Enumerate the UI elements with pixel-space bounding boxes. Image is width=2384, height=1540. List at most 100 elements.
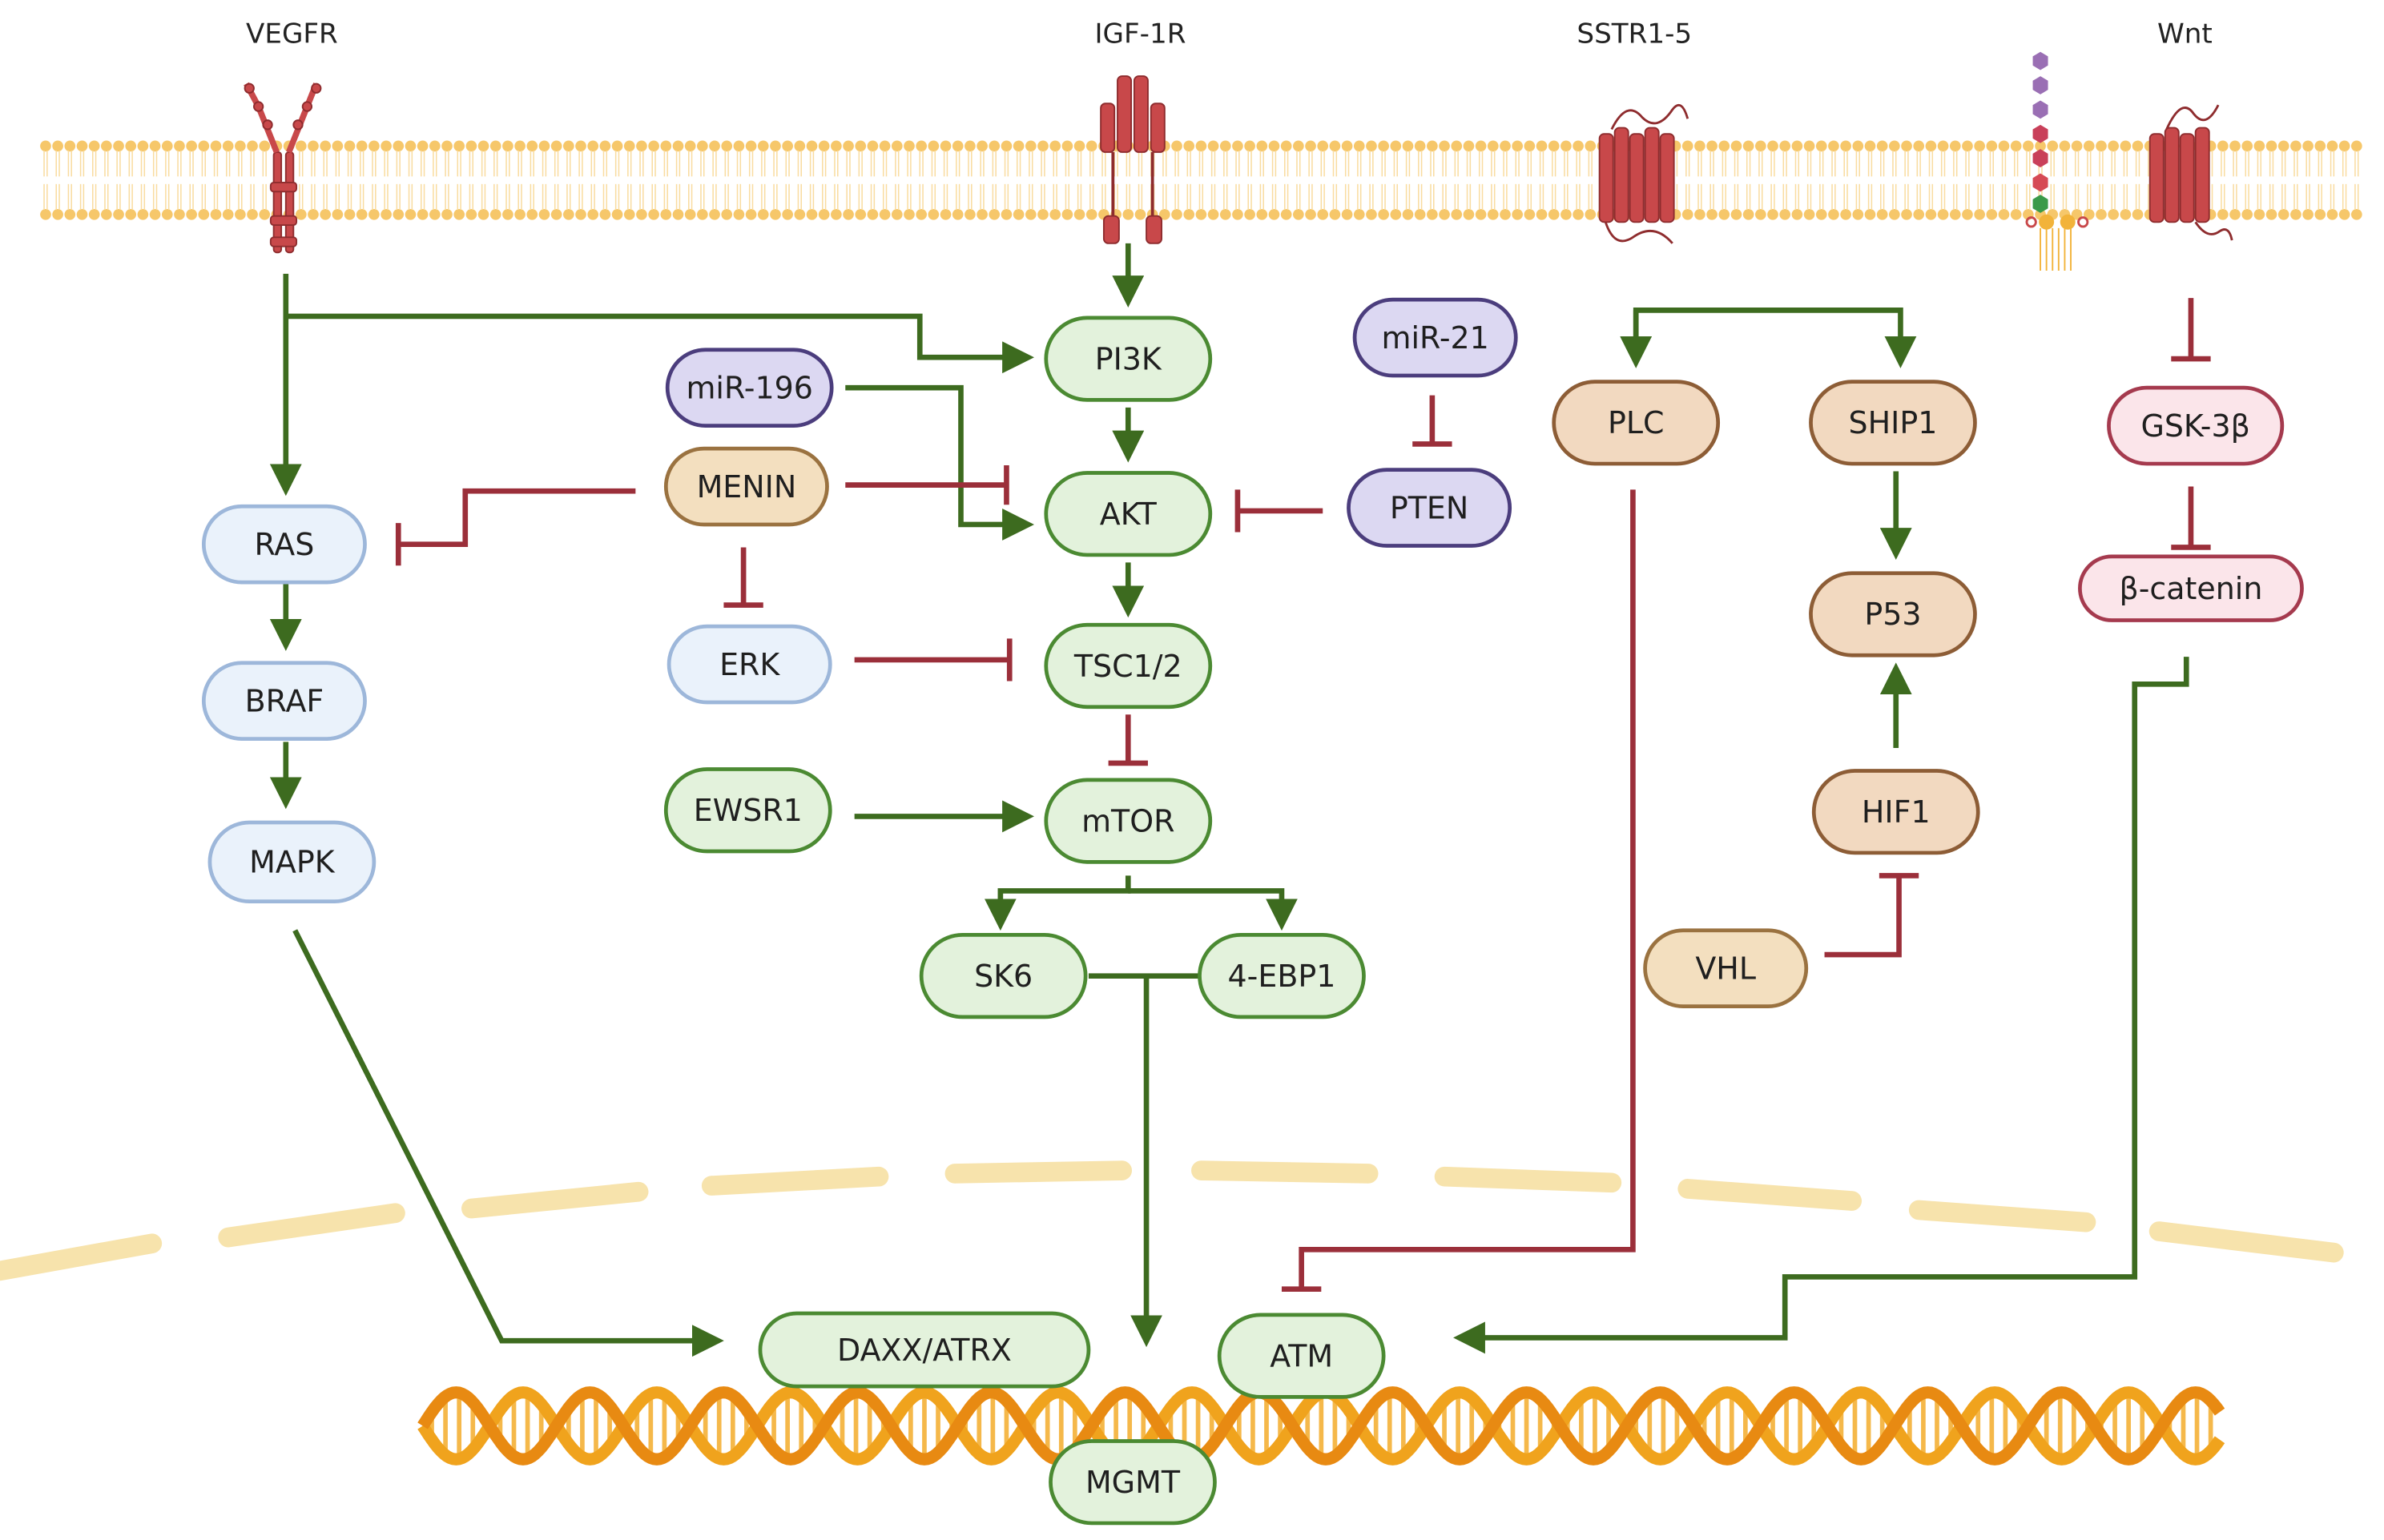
node-ship1-pill xyxy=(1809,380,1977,466)
connector-vegfr-pi3k xyxy=(283,273,1034,374)
igf1r-receptor-icon xyxy=(1100,75,1166,244)
node-vhl-pill xyxy=(1643,928,1809,1009)
node-vhl-label: VHL xyxy=(1695,951,1756,986)
connector-sstr-split xyxy=(1633,308,1917,368)
node-menin-label: MENIN xyxy=(697,469,797,505)
wnt-ligand-glycan-icon xyxy=(2025,51,2089,271)
node-braf-label: BRAF xyxy=(245,683,324,718)
node-braf: BRAF xyxy=(201,661,367,741)
node-mir196: miR-196 xyxy=(665,348,834,428)
cell-membrane xyxy=(40,140,2362,220)
node-mir196-label: miR-196 xyxy=(686,370,812,405)
node-atm-pill xyxy=(1217,1313,1386,1399)
node-ship1-label: SHIP1 xyxy=(1849,405,1938,440)
node-ewsr1: EWSR1 xyxy=(663,767,832,854)
connector-mtor-4ebp1 xyxy=(1128,888,1298,931)
node-mtor: mTOR xyxy=(1044,778,1213,864)
node-akt-label: AKT xyxy=(1100,497,1158,532)
inhibitor-erk-tsc xyxy=(854,638,1013,682)
node-erk: ERK xyxy=(666,624,832,705)
node-mgmt: MGMT xyxy=(1049,1439,1217,1526)
node-sk6-pill xyxy=(919,933,1088,1019)
node-p53: P53 xyxy=(1809,571,1977,657)
node-erk-label: ERK xyxy=(719,647,780,682)
node-ras-label: RAS xyxy=(254,527,314,562)
inhibitor-vhl-hif1 xyxy=(1824,873,1919,958)
node-gsk3b-label: GSK-3β xyxy=(2140,408,2249,444)
node-mapk-pill xyxy=(207,820,377,904)
node-pi3k-label: PI3K xyxy=(1095,341,1162,376)
node-atm-label: ATM xyxy=(1270,1338,1333,1373)
node-p53-pill xyxy=(1809,571,1977,657)
wnt-label: Wnt xyxy=(2157,18,2213,50)
vegfr-label: VEGFR xyxy=(246,18,338,50)
node-ewsr1-label: EWSR1 xyxy=(694,793,803,828)
node-daxx: DAXX/ATRX xyxy=(758,1311,1091,1389)
node-vhl: VHL xyxy=(1643,928,1809,1009)
inhibitor-pten-akt xyxy=(1234,489,1323,533)
igf1r-label: IGF-1R xyxy=(1094,18,1186,50)
node-mir21-label: miR-21 xyxy=(1382,320,1489,356)
pathway-connectors xyxy=(269,243,2211,1357)
node-hif1-label: HIF1 xyxy=(1862,794,1931,830)
pathway-nodes: PI3K AKT TSC1/2 mTOR SK6 4-EBP1 EWSR1DAXX/ATRX… xyxy=(201,297,2304,1526)
node-plc: PLC xyxy=(1552,380,1721,466)
node-mgmt-label: MGMT xyxy=(1085,1465,1181,1500)
node-menin-pill xyxy=(663,446,829,527)
node-ship1: SHIP1 xyxy=(1809,380,1977,466)
node-mir21: miR-21 xyxy=(1352,297,1518,378)
node-tsc-label: TSC1/2 xyxy=(1073,649,1182,684)
node-erk-pill xyxy=(666,624,832,705)
nuclear-envelope xyxy=(0,1160,2344,1281)
node-mtor-label: mTOR xyxy=(1081,803,1174,838)
sstr-label: SSTR1-5 xyxy=(1577,18,1692,50)
connector-mapk-daxx xyxy=(292,929,724,1357)
inhibitor-menin-ras xyxy=(395,488,636,566)
node-bcatenin-pill xyxy=(2078,554,2304,622)
node-atm: ATM xyxy=(1217,1313,1386,1399)
node-plc-label: PLC xyxy=(1608,405,1665,440)
node-pten-label: PTEN xyxy=(1390,490,1468,525)
node-daxx-label: DAXX/ATRX xyxy=(837,1333,1012,1368)
vegfr-receptor-icon xyxy=(244,82,322,254)
inhibitor-mir21-pten xyxy=(1412,395,1452,447)
wnt-receptor-icon xyxy=(2148,104,2233,241)
node-hif1-pill xyxy=(1811,769,1980,855)
node-bcatenin: β-catenin xyxy=(2078,554,2304,622)
connector-bcatenin-atm xyxy=(1453,657,2189,1354)
node-mgmt-pill xyxy=(1049,1439,1217,1526)
node-ewsr1-pill xyxy=(663,767,832,854)
connector-sk6-mgmt xyxy=(1088,973,1202,1341)
connector-mir196-akt xyxy=(845,384,1034,541)
node-pten-pill xyxy=(1347,468,1512,548)
connector-mtor-sk6 xyxy=(984,875,1131,931)
inhibitor-gsk3b-bcatenin xyxy=(2171,486,2211,550)
node-bcatenin-label: β-catenin xyxy=(2120,571,2263,606)
node-akt: AKT xyxy=(1044,471,1213,557)
node-gsk3b-pill xyxy=(2107,385,2285,466)
node-pi3k: PI3K xyxy=(1044,316,1213,402)
node-mir196-pill xyxy=(665,348,834,428)
node-ebp1-pill xyxy=(1198,933,1366,1019)
node-daxx-pill xyxy=(758,1311,1091,1389)
node-menin: MENIN xyxy=(663,446,829,527)
node-ebp1: 4-EBP1 xyxy=(1198,933,1366,1019)
node-sk6: SK6 xyxy=(919,933,1088,1019)
node-ras: RAS xyxy=(201,504,367,585)
node-tsc: TSC1/2 xyxy=(1044,622,1213,710)
node-p53-label: P53 xyxy=(1864,597,1921,632)
inhibitor-menin-akt xyxy=(845,464,1009,505)
node-ras-pill xyxy=(201,504,367,585)
node-mapk: MAPK xyxy=(207,820,377,904)
node-gsk3b: GSK-3β xyxy=(2107,385,2285,466)
node-pten: PTEN xyxy=(1347,468,1512,548)
inhibitor-plc-atm xyxy=(1281,489,1636,1292)
node-pi3k-pill xyxy=(1044,316,1213,402)
node-sk6-label: SK6 xyxy=(974,959,1033,994)
sstr-receptor-icon xyxy=(1598,103,1689,244)
node-ebp1-label: 4-EBP1 xyxy=(1228,959,1336,994)
node-hif1: HIF1 xyxy=(1811,769,1980,855)
node-plc-pill xyxy=(1552,380,1721,466)
node-tsc-pill xyxy=(1044,622,1213,710)
